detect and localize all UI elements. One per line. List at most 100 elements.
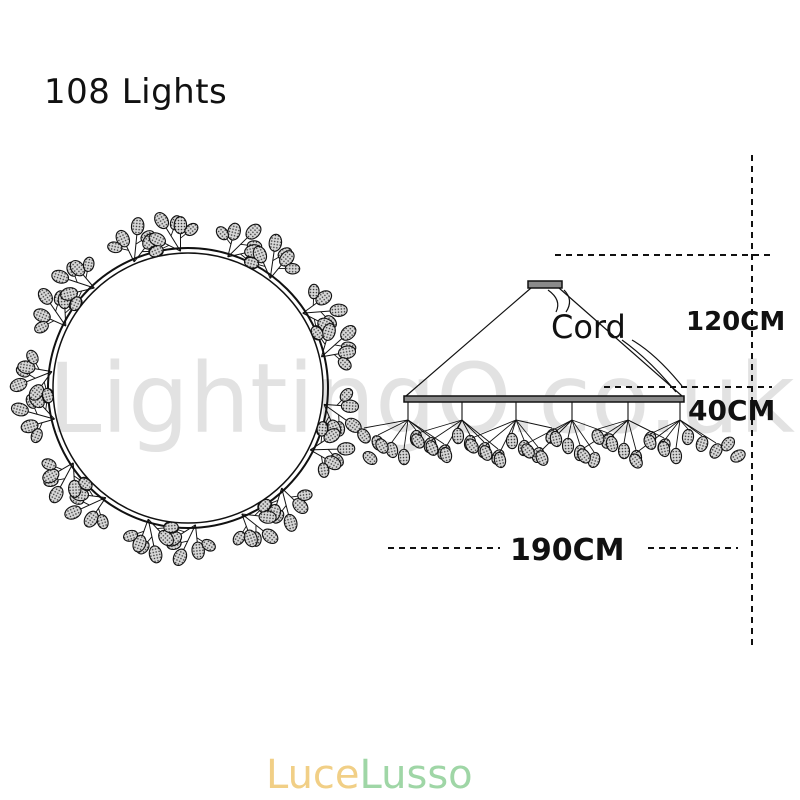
- bulb: [591, 429, 605, 445]
- branch-stem: [363, 419, 409, 429]
- branch-stem: [461, 419, 485, 443]
- bulb: [561, 437, 575, 455]
- bulb: [9, 377, 28, 393]
- bulb: [41, 387, 54, 404]
- bulb: [337, 442, 356, 456]
- bulb: [68, 479, 82, 498]
- branch-stem: [461, 419, 471, 436]
- wreath-branch: [148, 212, 199, 258]
- wreath-branches: [9, 212, 362, 566]
- bulb: [362, 450, 378, 466]
- bulb: [340, 325, 357, 341]
- bulb: [215, 226, 229, 241]
- branch-stem: [391, 419, 409, 443]
- bulb: [69, 296, 82, 312]
- branch-stem: [417, 419, 463, 434]
- bulb: [337, 357, 352, 371]
- bulb: [243, 256, 260, 269]
- bulb: [617, 442, 631, 460]
- ceiling-canopy: [527, 280, 563, 289]
- bulb: [30, 428, 43, 444]
- wreath-branch: [243, 233, 301, 279]
- dimension-label-width: 190CM: [510, 533, 625, 568]
- bulb: [26, 349, 39, 365]
- wreath-branch: [41, 458, 93, 504]
- bulb: [257, 498, 272, 513]
- branch-stem: [377, 419, 409, 436]
- dimension-label-height-total: 120CM: [686, 307, 785, 337]
- bulb: [317, 462, 330, 478]
- wreath-branch: [10, 388, 55, 444]
- bulb: [83, 510, 99, 528]
- bulb: [357, 428, 371, 444]
- bulb: [284, 262, 301, 275]
- bulb: [465, 438, 479, 454]
- bulb: [321, 323, 336, 341]
- bulb: [148, 545, 163, 564]
- wreath-ring-outer: [47, 247, 329, 529]
- bulb: [51, 269, 70, 284]
- branch-stem: [583, 419, 629, 449]
- bulb: [28, 384, 45, 401]
- bulb: [709, 443, 723, 459]
- branch-stem: [627, 419, 665, 439]
- bulb: [20, 419, 39, 434]
- cord-leader-line: [631, 339, 683, 387]
- wreath-branch: [9, 349, 54, 404]
- bulb: [316, 421, 329, 437]
- bulb: [310, 325, 324, 341]
- branch-stem: [471, 419, 517, 439]
- branch-stem: [431, 419, 463, 441]
- bulb: [279, 250, 295, 267]
- bulb: [82, 256, 95, 273]
- bulb: [154, 212, 170, 230]
- branch-stem: [675, 419, 681, 449]
- bulb: [148, 245, 164, 258]
- bulb: [232, 530, 246, 546]
- dimension-label-height-fixture: 40CM: [688, 394, 775, 427]
- bulb: [411, 433, 425, 449]
- bulb: [605, 435, 619, 453]
- bulb: [163, 521, 179, 534]
- bulb: [323, 428, 341, 444]
- wreath-branch: [310, 323, 357, 371]
- bulb: [292, 498, 309, 515]
- bulb: [493, 451, 507, 469]
- bulb: [521, 443, 535, 459]
- bulb: [535, 450, 549, 466]
- branch-stem: [635, 419, 681, 454]
- branch-stem: [485, 419, 517, 446]
- bulb: [107, 241, 123, 254]
- bulb: [34, 321, 49, 334]
- bulb: [64, 505, 82, 520]
- bulb: [60, 287, 79, 301]
- side-branch-cluster: [730, 449, 746, 463]
- brand-logo: LuceLusso: [266, 752, 473, 798]
- branch-stem: [649, 419, 681, 435]
- bulb: [329, 303, 348, 318]
- bulb: [340, 399, 360, 413]
- bulb: [17, 360, 36, 375]
- branch-stem: [571, 419, 581, 446]
- branch-stem: [511, 419, 517, 434]
- wreath-branch: [309, 421, 356, 478]
- branch-stem: [663, 419, 681, 442]
- branch-stem: [407, 419, 417, 431]
- branch-stem: [597, 419, 629, 430]
- bulb: [681, 428, 695, 446]
- cord-label: Cord: [551, 308, 626, 346]
- side-branch-cluster: [629, 402, 723, 469]
- bulb: [657, 440, 671, 458]
- suspension-cord-left: [405, 287, 532, 397]
- bulb: [425, 440, 439, 456]
- bulb: [184, 222, 199, 237]
- wreath-branch: [51, 256, 95, 312]
- bulb: [324, 455, 342, 471]
- bulb: [173, 216, 188, 235]
- bulb: [37, 287, 53, 305]
- bulb: [479, 445, 493, 461]
- bulb: [308, 283, 320, 300]
- bulb: [695, 435, 709, 453]
- bulb: [643, 434, 657, 450]
- bulb: [720, 436, 736, 452]
